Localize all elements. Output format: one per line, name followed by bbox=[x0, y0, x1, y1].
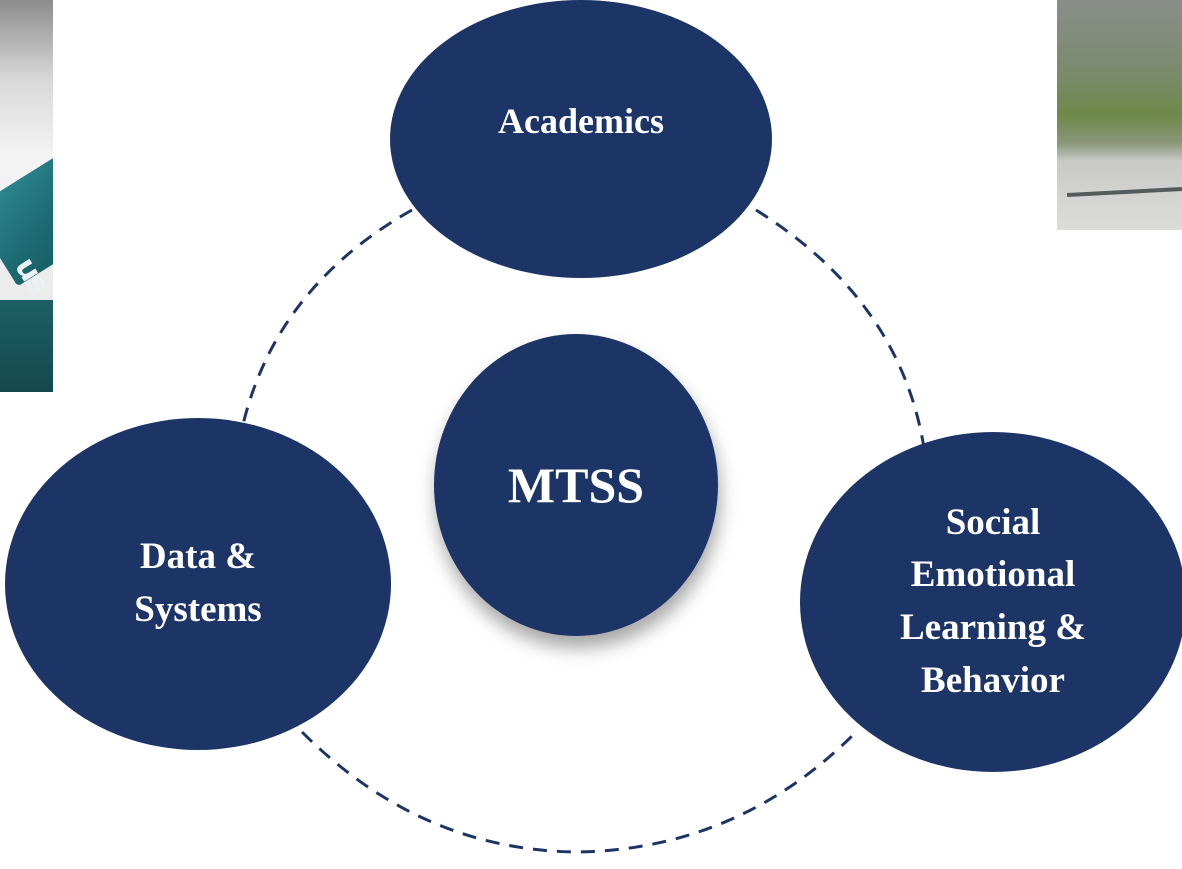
mtss-center-node: MTSS bbox=[434, 334, 718, 636]
data-systems-label-line-2: Systems bbox=[134, 589, 262, 630]
academics-label: Academics bbox=[498, 101, 664, 141]
connector-arc-top-right bbox=[755, 208, 926, 449]
photo-teal-shadow bbox=[0, 300, 53, 392]
sel-label-line-3: Learning & bbox=[899, 607, 1087, 648]
academics-node: Academics bbox=[390, 0, 772, 278]
sel-label-line-2: Emotional bbox=[910, 554, 1076, 596]
sel-label-line-4: Behavior bbox=[921, 659, 1065, 701]
sel-behavior-node: Social Emotional Learning & Behavior bbox=[800, 432, 1182, 772]
data-systems-node: Data & Systems bbox=[5, 418, 391, 750]
connector-arc-bottom bbox=[300, 728, 860, 854]
mtss-label: MTSS bbox=[507, 457, 645, 513]
right-photo-fragment bbox=[1057, 0, 1182, 230]
data-systems-label-line-1: Data & bbox=[139, 536, 257, 578]
sel-label-line-1: Social bbox=[945, 501, 1041, 543]
connector-arc-top-left bbox=[238, 208, 413, 439]
left-photo-fragment: us bbox=[0, 0, 53, 392]
